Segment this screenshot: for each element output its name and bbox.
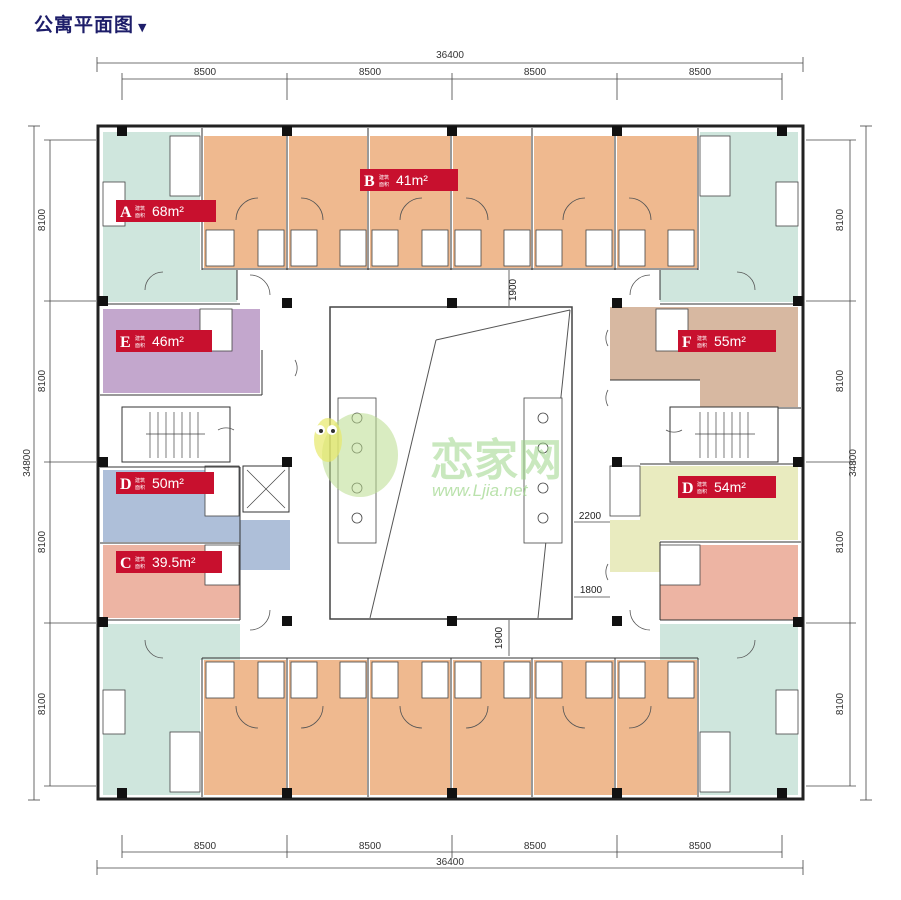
dim-total-height-left: 34800 bbox=[22, 449, 33, 477]
badge-label-line2: 面积 bbox=[697, 488, 707, 495]
structural-columns bbox=[98, 126, 803, 798]
badge-label-line1: 建筑 bbox=[135, 556, 145, 563]
badge-letter: E bbox=[120, 334, 131, 351]
badge-area: 55m² bbox=[714, 333, 746, 349]
badge-label-line1: 建筑 bbox=[697, 481, 707, 488]
badge-label-line1: 建筑 bbox=[135, 205, 145, 212]
title-text: 公寓平面图 bbox=[34, 14, 135, 36]
badge-background bbox=[116, 551, 222, 573]
badge-letter: A bbox=[120, 204, 132, 221]
badge-area: 46m² bbox=[152, 333, 184, 349]
dimension-right: 34800 8100 8100 8100 8100 bbox=[806, 125, 872, 801]
dim-bay-left-4: 8100 bbox=[37, 692, 48, 715]
badge-background bbox=[116, 200, 216, 222]
badge-label-line1: 建筑 bbox=[135, 477, 145, 484]
badge-background bbox=[678, 330, 776, 352]
badge-label-line2: 面积 bbox=[697, 342, 707, 349]
dim-bay-left-2: 8100 bbox=[37, 369, 48, 392]
dim-bay-left-1: 8100 bbox=[37, 208, 48, 231]
badge-letter: D bbox=[682, 480, 694, 497]
badge-letter: F bbox=[682, 334, 692, 351]
badge-background bbox=[116, 330, 212, 352]
title-marker-icon: ▼ bbox=[138, 21, 148, 34]
dimension-bottom: 8500 8500 8500 8500 36400 bbox=[96, 835, 804, 875]
dim-bay-right-1: 8100 bbox=[835, 208, 846, 231]
stairs bbox=[146, 412, 755, 509]
dim-bay-right-4: 8100 bbox=[835, 692, 846, 715]
dimension-left: 34800 8100 8100 8100 8100 bbox=[22, 125, 96, 801]
dim-bay-bottom-1: 8500 bbox=[194, 841, 217, 852]
badge-letter: C bbox=[120, 555, 132, 572]
dim-bay-top-3: 8500 bbox=[524, 67, 547, 78]
dim-bay-top-2: 8500 bbox=[359, 67, 382, 78]
watermark: 恋家网 www.Ljia.net bbox=[314, 413, 562, 500]
badge-letter: B bbox=[364, 173, 375, 190]
badge-area: 68m² bbox=[152, 203, 184, 219]
unit-bottom-left-room bbox=[103, 624, 240, 795]
dim-total-width-bottom: 36400 bbox=[436, 857, 464, 868]
dim-inner-1800: 1800 bbox=[580, 585, 603, 596]
dim-total-width-top: 36400 bbox=[436, 50, 464, 61]
badge-area: 54m² bbox=[714, 479, 746, 495]
badge-background bbox=[678, 476, 776, 498]
door-swings bbox=[144, 197, 756, 729]
dim-total-height-right: 34800 bbox=[848, 449, 859, 477]
badge-label-line1: 建筑 bbox=[135, 335, 145, 342]
dim-bay-right-3: 8100 bbox=[835, 530, 846, 553]
unit-d-left-room bbox=[103, 470, 290, 570]
dim-bay-bottom-2: 8500 bbox=[359, 841, 382, 852]
dim-inner-bottom: 1900 bbox=[494, 626, 505, 649]
dim-inner-2200: 2200 bbox=[579, 511, 602, 522]
badge-label-line1: 建筑 bbox=[697, 335, 707, 342]
badge-area: 41m² bbox=[396, 172, 428, 188]
badge-label-line2: 面积 bbox=[135, 342, 145, 349]
page-title: 公寓平面图▼ bbox=[34, 10, 147, 37]
dim-bay-top-4: 8500 bbox=[689, 67, 712, 78]
bathroom-blocks bbox=[102, 135, 799, 793]
badge-background bbox=[116, 472, 214, 494]
watermark-url: www.Ljia.net bbox=[432, 481, 529, 500]
dim-bay-top-1: 8500 bbox=[194, 67, 217, 78]
watermark-text: 恋家网 bbox=[430, 435, 562, 486]
badge-label-line2: 面积 bbox=[135, 212, 145, 219]
badge-label-line2: 面积 bbox=[135, 484, 145, 491]
dim-inner-top: 1900 bbox=[508, 278, 519, 301]
dim-bay-left-3: 8100 bbox=[37, 530, 48, 553]
badge-background bbox=[360, 169, 458, 191]
dim-bay-bottom-3: 8500 bbox=[524, 841, 547, 852]
badge-area: 50m² bbox=[152, 475, 184, 491]
inner-dimensions: 1900 1900 2200 1800 bbox=[494, 270, 610, 656]
dim-bay-bottom-4: 8500 bbox=[689, 841, 712, 852]
badge-label-line2: 面积 bbox=[379, 181, 389, 188]
badge-area: 39.5m² bbox=[152, 554, 196, 570]
dim-bay-right-2: 8100 bbox=[835, 369, 846, 392]
unit-a-room-right bbox=[660, 132, 798, 302]
dimension-top: 36400 8500 8500 8500 8500 bbox=[96, 50, 804, 100]
badge-label-line1: 建筑 bbox=[379, 174, 389, 181]
badge-letter: D bbox=[120, 476, 132, 493]
unit-bottom-right-room bbox=[660, 624, 798, 795]
badge-label-line2: 面积 bbox=[135, 563, 145, 570]
